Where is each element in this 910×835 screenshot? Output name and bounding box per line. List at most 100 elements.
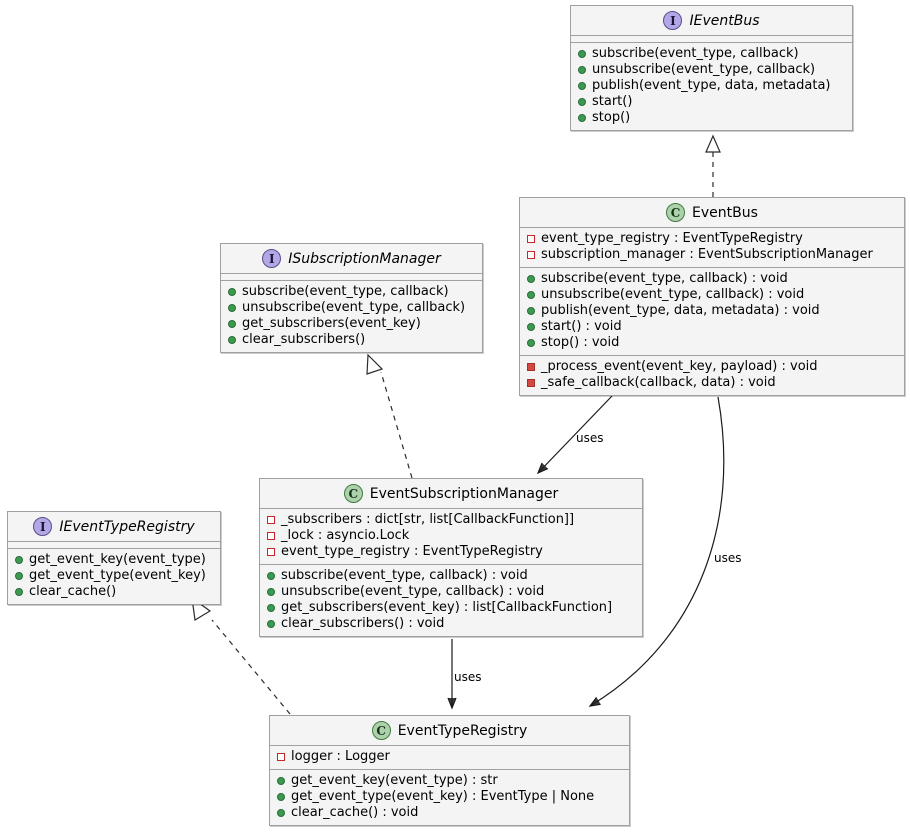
public-method-marker-icon [15,572,23,580]
private-method-marker-icon [527,363,535,371]
method-compartment: get_event_key(event_type) get_event_type… [8,549,220,604]
public-method-marker-icon [527,291,535,299]
method-compartment: get_event_key(event_type) : str get_even… [270,770,629,825]
method-label: clear_subscribers() [242,332,366,347]
empty-attribute-compartment [571,36,852,43]
class-title-ievent-type-registry: I IEventTypeRegistry [8,512,220,542]
class-name: IEventBus [689,12,760,29]
method-label: start() [592,94,633,109]
attribute-row: event_type_registry : EventTypeRegistry [260,544,642,560]
method-label: publish(event_type, data, metadata) [592,78,831,93]
method-row: start() : void [520,319,904,335]
method-label: subscribe(event_type, callback) [592,46,799,61]
attribute-row: _subscribers : dict[str, list[CallbackFu… [260,512,642,528]
method-label: subscribe(event_type, callback) [242,284,449,299]
interface-stereotype-icon: I [262,249,282,268]
edge-label-uses-eventbus-esm: uses [576,431,604,445]
method-row: publish(event_type, data, metadata) [571,78,852,94]
method-row: stop() : void [520,335,904,351]
class-node-ievent-bus[interactable]: I IEventBus subscribe(event_type, callba… [570,5,853,131]
public-method-marker-icon [15,556,23,564]
class-node-ievent-type-registry[interactable]: I IEventTypeRegistry get_event_key(event… [7,511,221,605]
attribute-label: _lock : asyncio.Lock [281,528,410,543]
attribute-label: _subscribers : dict[str, list[CallbackFu… [281,512,575,527]
attribute-compartment: event_type_registry : EventTypeRegistry … [520,228,904,268]
method-label: unsubscribe(event_type, callback) [592,62,816,77]
method-row: clear_subscribers() : void [260,616,642,632]
method-row: clear_subscribers() [221,332,482,348]
public-method-marker-icon [578,82,586,90]
method-row: start() [571,94,852,110]
private-method-marker-icon [527,379,535,387]
interface-stereotype-icon: I [663,11,683,30]
attribute-compartment: logger : Logger [270,746,629,770]
public-method-marker-icon [578,114,586,122]
public-method-marker-icon [527,339,535,347]
public-method-marker-icon [578,50,586,58]
attribute-label: subscription_manager : EventSubscription… [541,247,873,262]
class-node-isubscription-manager[interactable]: I ISubscriptionManager subscribe(event_t… [220,243,483,353]
class-title-event-type-registry: C EventTypeRegistry [270,716,629,746]
public-method-marker-icon [228,336,236,344]
method-row: unsubscribe(event_type, callback) [221,300,482,316]
class-node-event-bus[interactable]: C EventBus event_type_registry : EventTy… [519,197,905,396]
empty-attribute-compartment [221,274,482,281]
public-method-marker-icon [267,604,275,612]
method-row: unsubscribe(event_type, callback) [571,62,852,78]
public-method-marker-icon [228,288,236,296]
method-compartment: subscribe(event_type, callback) : void u… [260,565,642,636]
method-label: unsubscribe(event_type, callback) : void [281,584,545,599]
class-name: ISubscriptionManager [288,250,441,267]
method-row: get_subscribers(event_key) : list[Callba… [260,600,642,616]
method-label: subscribe(event_type, callback) : void [281,568,528,583]
method-label: _safe_callback(callback, data) : void [541,375,776,390]
method-row: clear_cache() [8,584,220,600]
method-label: get_event_key(event_type) : str [291,773,498,788]
public-method-marker-icon [15,588,23,596]
public-method-marker-icon [277,777,285,785]
method-label: clear_subscribers() : void [281,616,445,631]
attribute-compartment: _subscribers : dict[str, list[CallbackFu… [260,509,642,565]
edge-esm-realizes-isubscriptionmanager [366,353,413,479]
attribute-label: event_type_registry : EventTypeRegistry [281,544,543,559]
method-row: unsubscribe(event_type, callback) : void [260,584,642,600]
method-label: get_event_type(event_key) : EventType | … [291,789,595,804]
method-row: publish(event_type, data, metadata) : vo… [520,303,904,319]
method-label: subscribe(event_type, callback) : void [541,271,788,286]
class-title-isubscription-manager: I ISubscriptionManager [221,244,482,274]
class-stereotype-icon: C [666,203,686,222]
attribute-label: logger : Logger [291,749,390,764]
class-title-event-subscription-manager: C EventSubscriptionManager [260,479,642,509]
public-method-marker-icon [527,307,535,315]
edge-eventbus-realizes-ieventbus [705,134,721,197]
class-name: EventBus [692,204,758,221]
method-row: get_subscribers(event_key) [221,316,482,332]
method-label: get_event_type(event_key) [29,568,206,583]
method-label: get_subscribers(event_key) [242,316,421,331]
method-label: unsubscribe(event_type, callback) : void [541,287,805,302]
public-method-marker-icon [277,809,285,817]
class-stereotype-icon: C [371,721,391,740]
class-stereotype-icon: C [343,484,363,503]
method-row: get_event_key(event_type) [8,552,220,568]
class-node-event-type-registry[interactable]: C EventTypeRegistry logger : Logger get_… [269,715,630,826]
public-method-marker-icon [267,588,275,596]
method-row: get_event_type(event_key) : EventType | … [270,789,629,805]
class-name: EventTypeRegistry [397,722,528,739]
public-method-marker-icon [527,275,535,283]
method-label: unsubscribe(event_type, callback) [242,300,466,315]
method-compartment: subscribe(event_type, callback) : void u… [520,268,904,356]
edge-label-uses-esm-etr: uses [454,670,482,684]
method-row: get_event_type(event_key) [8,568,220,584]
class-node-event-subscription-manager[interactable]: C EventSubscriptionManager _subscribers … [259,478,643,637]
method-label: _process_event(event_key, payload) : voi… [541,359,818,374]
attribute-row: event_type_registry : EventTypeRegistry [520,231,904,247]
method-row: stop() [571,110,852,126]
attribute-row: _lock : asyncio.Lock [260,528,642,544]
method-row: get_event_key(event_type) : str [270,773,629,789]
method-row: subscribe(event_type, callback) [221,284,482,300]
empty-attribute-compartment [8,542,220,549]
method-label: publish(event_type, data, metadata) : vo… [541,303,820,318]
method-row: _process_event(event_key, payload) : voi… [520,359,904,375]
